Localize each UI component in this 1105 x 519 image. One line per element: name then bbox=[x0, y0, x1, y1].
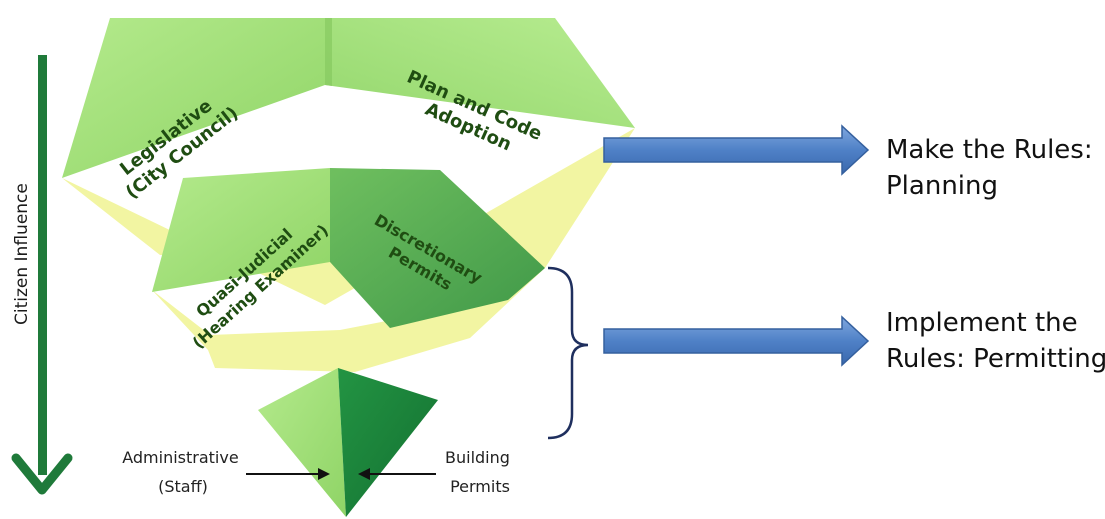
tier1-right-wall bbox=[325, 18, 635, 128]
building-permits-pointer-arrow bbox=[358, 468, 436, 480]
outcome-planning-label: Make the Rules: Planning bbox=[886, 135, 1101, 201]
administrative-label: Administrative (Staff) bbox=[122, 448, 244, 496]
tier2-yellow-face bbox=[152, 268, 545, 372]
tier-quasi-judicial bbox=[152, 168, 545, 372]
planning-arrow bbox=[603, 124, 870, 176]
tier-administrative bbox=[258, 368, 438, 517]
building-permits-label: Building Permits bbox=[445, 448, 515, 496]
permitting-arrow bbox=[603, 315, 870, 367]
tier2-right-wall bbox=[330, 168, 545, 328]
citizen-influence-label: Citizen Influence bbox=[12, 183, 32, 325]
citizen-influence-arrow bbox=[11, 55, 73, 495]
outcome-permitting-label: Implement the Rules: Permitting bbox=[886, 308, 1105, 374]
tier3-left-face bbox=[258, 368, 346, 517]
tier2-left-wall bbox=[152, 168, 330, 292]
permitting-bracket bbox=[547, 266, 589, 440]
tier1-left-wall bbox=[62, 18, 325, 178]
tier1-fold-shade bbox=[325, 18, 332, 86]
administrative-pointer-arrow bbox=[246, 468, 330, 480]
tier3-right-face bbox=[338, 368, 438, 517]
